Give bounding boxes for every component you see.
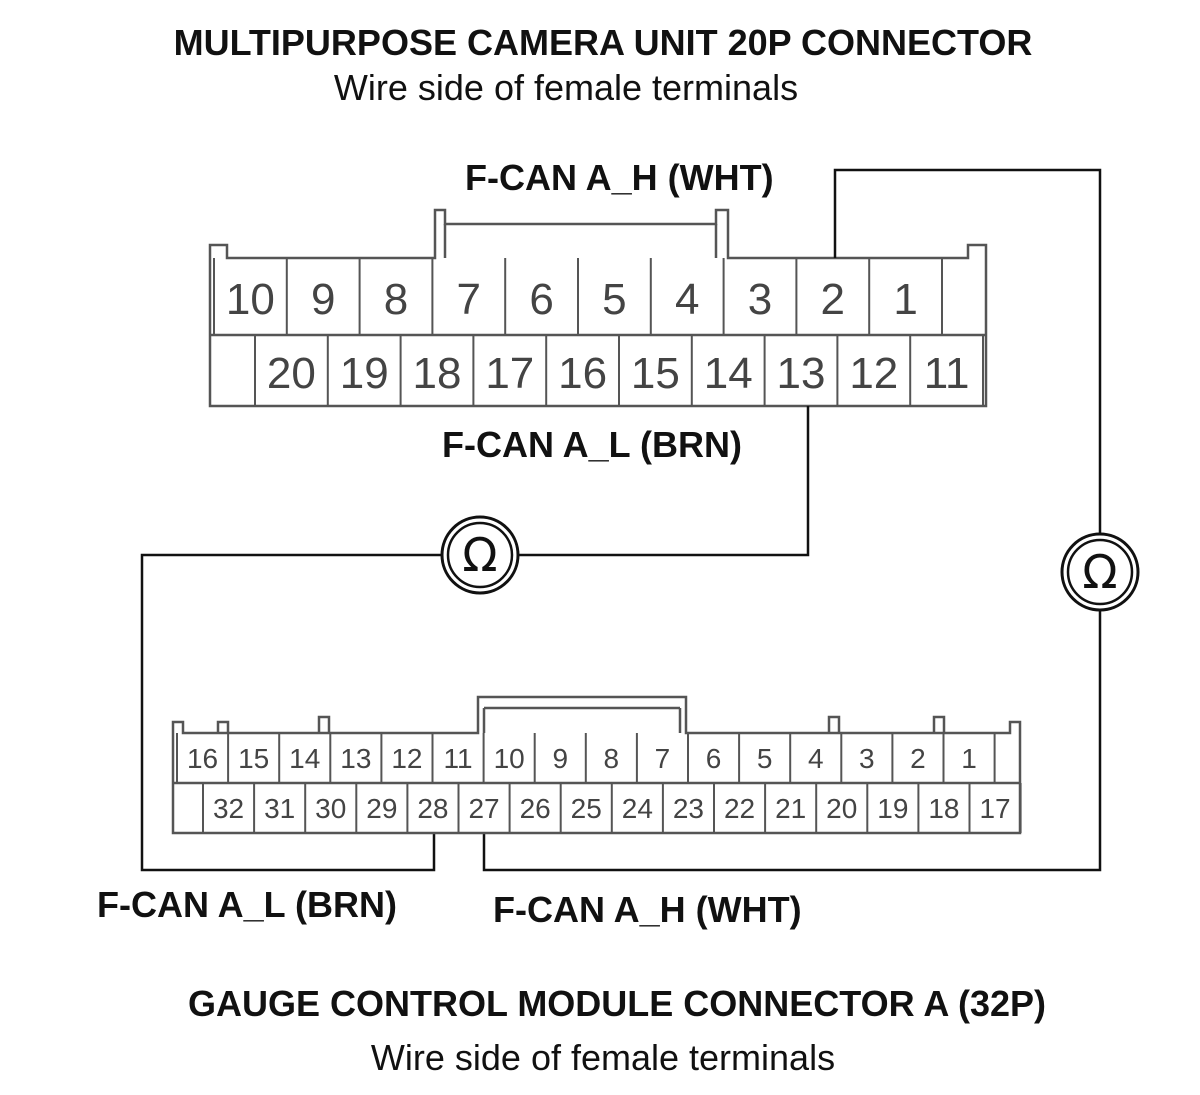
camera-pin-10: 10 — [226, 275, 275, 324]
gauge-pin-32: 32 — [213, 793, 244, 824]
camera-pin-4: 4 — [675, 275, 699, 324]
gauge-pin-27: 27 — [468, 793, 499, 824]
camera-pin-7: 7 — [457, 275, 481, 324]
gauge-pin-20: 20 — [826, 793, 857, 824]
camera-pin-9: 9 — [311, 275, 335, 324]
gauge-pin-10: 10 — [494, 743, 525, 774]
camera-pin-19: 19 — [340, 349, 389, 398]
gauge-pin-17: 17 — [979, 793, 1010, 824]
camera-pin-17: 17 — [485, 349, 534, 398]
gauge-connector-top-row: 16 15 14 13 12 11 10 9 8 7 6 5 4 3 2 1 — [176, 733, 996, 783]
gauge-low-label: F-CAN A_L (BRN) — [97, 884, 397, 925]
low-lead — [519, 406, 810, 557]
camera-connector-subtitle: Wire side of female terminals — [334, 67, 798, 108]
gauge-connector-subtitle: Wire side of female terminals — [371, 1037, 835, 1078]
gauge-pin-7: 7 — [655, 743, 671, 774]
camera-pin-11: 11 — [924, 349, 970, 398]
high-lead — [833, 168, 1102, 533]
camera-pin-2: 2 — [821, 275, 845, 324]
gauge-pin-14: 14 — [289, 743, 320, 774]
gauge-pin-15: 15 — [238, 743, 269, 774]
gauge-pin-12: 12 — [391, 743, 422, 774]
gauge-pin-3: 3 — [859, 743, 875, 774]
gauge-pin-8: 8 — [604, 743, 620, 774]
gauge-pin-6: 6 — [706, 743, 722, 774]
camera-connector-bottom-row: 20 19 18 17 16 15 14 13 12 11 — [254, 335, 984, 406]
gauge-pin-25: 25 — [571, 793, 602, 824]
test-leads — [140, 168, 1102, 872]
camera-pin-18: 18 — [413, 349, 462, 398]
gauge-pin-26: 26 — [520, 793, 551, 824]
camera-pin-14: 14 — [704, 349, 753, 398]
gauge-pin-13: 13 — [340, 743, 371, 774]
camera-pin-6: 6 — [529, 275, 553, 324]
low-lead-return — [140, 553, 441, 872]
gauge-pin-16: 16 — [187, 743, 218, 774]
camera-pin-16: 16 — [558, 349, 607, 398]
high-lead-return — [482, 610, 1102, 872]
camera-pin-12: 12 — [849, 349, 898, 398]
camera-high-label: F-CAN A_H (WHT) — [465, 157, 774, 198]
camera-pin-13: 13 — [777, 349, 826, 398]
camera-pin-1: 1 — [893, 275, 917, 324]
gauge-pin-29: 29 — [366, 793, 397, 824]
gauge-connector-bottom-row: 32 31 30 29 28 27 26 25 24 23 22 21 20 19 18 17 — [202, 783, 1022, 833]
gauge-pin-11: 11 — [444, 743, 473, 774]
gauge-pin-31: 31 — [264, 793, 295, 824]
ohmmeter-high: Ω — [1060, 532, 1140, 612]
gauge-pin-2: 2 — [910, 743, 926, 774]
gauge-connector-32p — [171, 695, 1022, 835]
gauge-pin-4: 4 — [808, 743, 824, 774]
gauge-pin-19: 19 — [877, 793, 908, 824]
gauge-pin-9: 9 — [552, 743, 568, 774]
gauge-pin-1: 1 — [961, 743, 977, 774]
camera-low-label: F-CAN A_L (BRN) — [442, 424, 742, 465]
ohm-icon: Ω — [1082, 545, 1117, 599]
ohmmeter-low: Ω — [440, 515, 520, 595]
gauge-pin-24: 24 — [622, 793, 653, 824]
gauge-pin-28: 28 — [417, 793, 448, 824]
ohm-icon: Ω — [462, 528, 497, 582]
camera-pin-5: 5 — [602, 275, 626, 324]
camera-pin-20: 20 — [267, 349, 316, 398]
gauge-pin-30: 30 — [315, 793, 346, 824]
gauge-high-label: F-CAN A_H (WHT) — [493, 889, 802, 930]
gauge-pin-22: 22 — [724, 793, 755, 824]
camera-pin-15: 15 — [631, 349, 680, 398]
camera-pin-3: 3 — [748, 275, 772, 324]
gauge-pin-18: 18 — [928, 793, 959, 824]
gauge-pin-21: 21 — [775, 793, 806, 824]
camera-pin-8: 8 — [384, 275, 408, 324]
gauge-connector-title: GAUGE CONTROL MODULE CONNECTOR A (32P) — [188, 983, 1046, 1024]
gauge-pin-5: 5 — [757, 743, 773, 774]
camera-connector-20p — [208, 208, 988, 408]
gauge-pin-23: 23 — [673, 793, 704, 824]
camera-connector-title: MULTIPURPOSE CAMERA UNIT 20P CONNECTOR — [174, 22, 1033, 63]
